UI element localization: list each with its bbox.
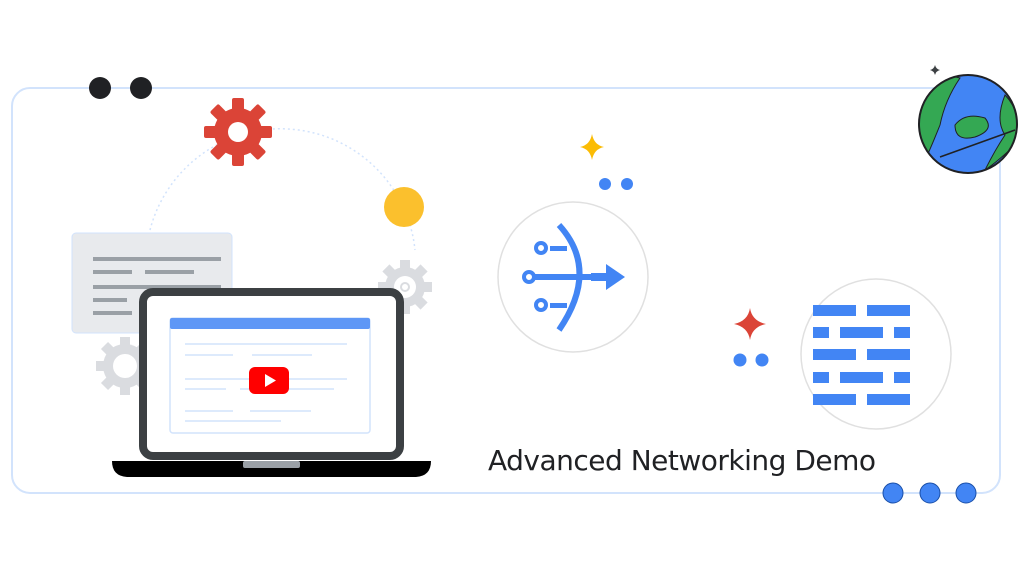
decorative-dots-blue [733, 353, 769, 367]
yellow-dot [384, 187, 424, 227]
decorative-dots-blue [882, 482, 977, 504]
gear-icon [204, 98, 272, 166]
banner-title: Advanced Networking Demo [488, 444, 876, 477]
firewall-icon [800, 278, 952, 430]
orbit-path [149, 128, 416, 251]
sparkle-icon [580, 134, 604, 160]
decorative-dots-dark [89, 77, 152, 99]
decorative-dots-blue [599, 178, 633, 190]
laptop-icon [112, 288, 431, 477]
globe-icon [918, 74, 1018, 174]
load-balancer-icon [497, 201, 649, 353]
youtube-play-icon [249, 367, 289, 394]
frame-border [11, 87, 1001, 494]
sparkle-icon [734, 308, 766, 340]
sparkle-icon [930, 65, 940, 75]
